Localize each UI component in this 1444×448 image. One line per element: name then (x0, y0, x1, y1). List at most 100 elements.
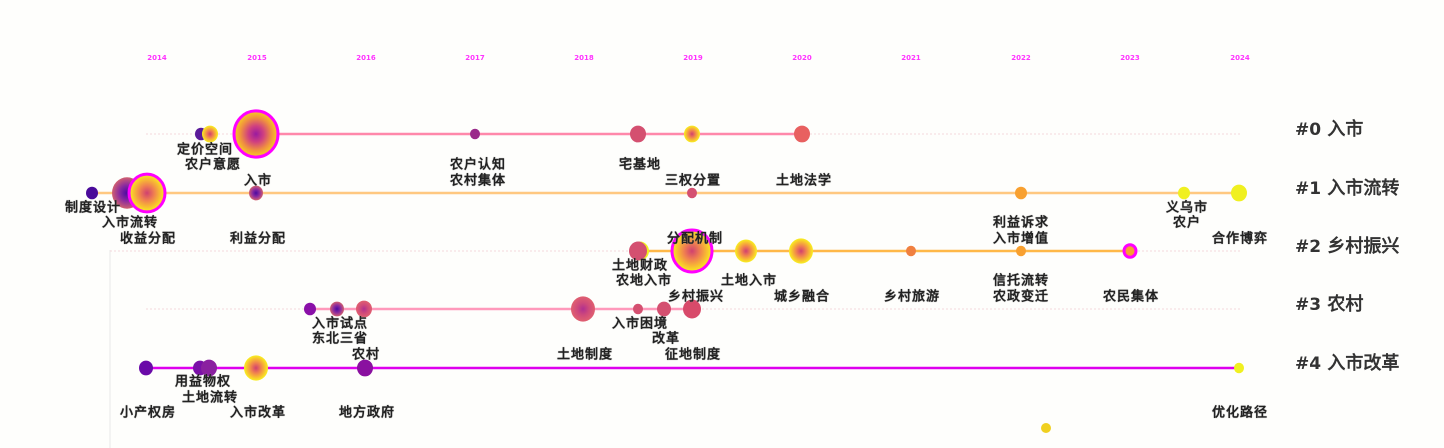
keyword-node (1178, 186, 1190, 200)
keyword-label: 定价空间 (176, 142, 234, 158)
keyword-node (571, 296, 595, 322)
keyword-node (1231, 184, 1247, 202)
keyword-label: 农民集体 (1102, 289, 1160, 305)
keyword-label: 土地财政 (611, 258, 669, 274)
keyword-node (127, 172, 167, 214)
keyword-node (633, 303, 643, 315)
keyword-node (202, 125, 218, 143)
keyword-label: 农村集体 (449, 173, 507, 189)
keyword-label: 土地法学 (775, 173, 833, 189)
keyword-label: 利益分配 (229, 231, 287, 247)
keyword-label: 农户意愿 (184, 157, 242, 173)
keyword-node (630, 125, 646, 143)
keyword-label: 农村 (351, 347, 381, 363)
keyword-label: 利益诉求 (992, 215, 1050, 231)
keyword-label: 收益分配 (119, 231, 177, 247)
keyword-label: 制度设计 (64, 200, 122, 216)
year-tick: 2015 (247, 54, 267, 62)
keyword-label: 改革 (651, 331, 681, 347)
keyword-node (794, 125, 810, 143)
cluster-label: #2 乡村振兴 (1295, 232, 1399, 258)
keyword-label: 土地入市 (720, 273, 778, 289)
keyword-label: 优化路径 (1211, 405, 1269, 421)
keyword-label: 农地入市 (615, 273, 673, 289)
keyword-label: 三权分置 (664, 173, 722, 189)
year-tick: 2017 (465, 54, 485, 62)
keyword-node (670, 228, 714, 274)
keyword-node (735, 239, 757, 263)
keyword-node (249, 185, 263, 201)
cluster-label: #4 入市改革 (1295, 349, 1399, 375)
keyword-node (1041, 423, 1051, 433)
keyword-node (139, 360, 153, 376)
cluster-id: #3 (1295, 295, 1322, 315)
keyword-label: 入市 (243, 173, 273, 189)
keyword-node (684, 125, 700, 143)
keyword-label: 入市增值 (992, 231, 1050, 247)
keyword-label: 信托流转 (992, 273, 1050, 289)
year-tick: 2014 (147, 54, 167, 62)
keyword-node (789, 238, 813, 264)
keyword-label: 宅基地 (618, 157, 662, 173)
cluster-id: #2 (1295, 237, 1322, 257)
keyword-node (1016, 245, 1026, 257)
keyword-label: 农户认知 (449, 157, 507, 173)
keyword-label: 入市改革 (229, 405, 287, 421)
keyword-node (244, 355, 268, 381)
keyword-label: 入市试点 (311, 316, 369, 332)
cluster-name: 入市流转 (1321, 178, 1400, 199)
keyword-label: 用益物权 (174, 374, 232, 390)
keyword-label: 农政变迁 (992, 289, 1050, 305)
keyword-label: 分配机制 (666, 231, 724, 247)
cluster-label: #0 入市 (1295, 115, 1363, 141)
year-tick: 2020 (792, 54, 812, 62)
keyword-node (357, 359, 373, 377)
year-tick: 2023 (1120, 54, 1140, 62)
cluster-name: 入市改革 (1321, 353, 1400, 374)
cluster-label: #3 农村 (1295, 290, 1363, 316)
keyword-label: 义乌市 (1165, 200, 1209, 216)
keyword-label: 合作博弈 (1211, 231, 1269, 247)
keyword-node (304, 302, 316, 316)
keyword-node (356, 300, 372, 318)
keyword-label: 小产权房 (119, 405, 177, 421)
keyword-label: 乡村振兴 (667, 289, 725, 305)
keyword-label: 地方政府 (338, 405, 396, 421)
year-tick: 2018 (574, 54, 594, 62)
cluster-label: #1 入市流转 (1295, 174, 1399, 200)
keyword-node (906, 245, 916, 257)
keyword-node (1234, 362, 1244, 374)
keyword-label: 土地制度 (556, 347, 614, 363)
keyword-node (683, 299, 701, 319)
keyword-node (657, 301, 671, 317)
keyword-label: 农户 (1172, 215, 1202, 231)
keyword-label: 入市困境 (611, 316, 669, 332)
keyword-node (470, 128, 480, 140)
keyword-label: 城乡融合 (773, 289, 831, 305)
keyword-node (201, 359, 217, 377)
keyword-node (687, 187, 697, 199)
keyword-node (330, 301, 344, 317)
cluster-name: 乡村振兴 (1321, 236, 1400, 257)
keyword-label: 土地流转 (181, 390, 239, 406)
keyword-node (86, 186, 98, 200)
cluster-id: #1 (1295, 179, 1322, 199)
cluster-id: #4 (1295, 354, 1322, 374)
cluster-name: 农村 (1321, 294, 1364, 315)
keyword-node (1122, 243, 1138, 259)
keyword-label: 入市流转 (101, 215, 159, 231)
year-tick: 2022 (1011, 54, 1031, 62)
keyword-label: 乡村旅游 (883, 289, 941, 305)
cluster-name: 入市 (1321, 119, 1364, 140)
year-tick: 2024 (1230, 54, 1250, 62)
year-tick: 2021 (901, 54, 921, 62)
keyword-label: 征地制度 (664, 347, 722, 363)
keyword-node (232, 109, 280, 159)
keyword-node (1015, 186, 1027, 200)
year-tick: 2019 (683, 54, 703, 62)
cluster-id: #0 (1295, 120, 1322, 140)
year-tick: 2016 (356, 54, 376, 62)
keyword-label: 东北三省 (311, 331, 369, 347)
